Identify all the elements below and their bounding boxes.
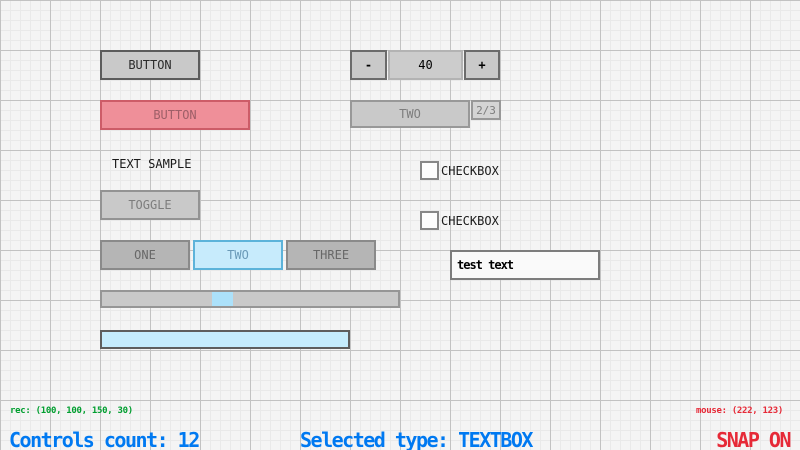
checkbox-control-1[interactable]: CHECKBOX bbox=[420, 161, 499, 180]
checkbox-label-2: CHECKBOX bbox=[441, 213, 499, 228]
spinner-decrement-label: - bbox=[364, 58, 373, 72]
status-snap-mode: SNAP ON bbox=[716, 428, 791, 450]
textbox-value: test text bbox=[457, 258, 514, 272]
slider-bar-control[interactable] bbox=[100, 290, 400, 308]
button-control[interactable]: BUTTON bbox=[100, 50, 200, 80]
toggle-group-item-two-active[interactable]: TWO bbox=[193, 240, 283, 270]
status-rec-info: rec: (100, 100, 150, 30) bbox=[10, 406, 133, 416]
combobox-selected-label: TWO bbox=[399, 107, 421, 121]
selected-button-control-label: BUTTON bbox=[153, 108, 197, 122]
status-controls-count: Controls count: 12 bbox=[9, 428, 200, 450]
spinner-increment-button[interactable]: + bbox=[464, 50, 500, 80]
text-sample-label: TEXT SAMPLE bbox=[112, 158, 191, 170]
spinner-decrement-button[interactable]: - bbox=[350, 50, 387, 80]
combobox-counter-label: 2/3 bbox=[476, 103, 496, 117]
combobox-control[interactable]: TWO bbox=[350, 100, 470, 128]
progress-bar-control[interactable] bbox=[100, 330, 350, 349]
status-mouse-info: mouse: (222, 123) bbox=[695, 406, 783, 416]
textbox-control[interactable]: test text bbox=[450, 250, 600, 280]
spinner-increment-label: + bbox=[478, 58, 486, 72]
toggle-control-label: TOGGLE bbox=[128, 198, 172, 212]
toggle-group-item-one[interactable]: ONE bbox=[100, 240, 190, 270]
checkbox-box-2[interactable] bbox=[420, 211, 439, 230]
toggle-group-item-three[interactable]: THREE bbox=[286, 240, 376, 270]
toggle-control[interactable]: TOGGLE bbox=[100, 190, 200, 220]
checkbox-label-1: CHECKBOX bbox=[441, 163, 499, 178]
slider-handle[interactable] bbox=[212, 292, 233, 306]
toggle-group-item-two-label: TWO bbox=[227, 248, 249, 262]
status-selected-type: Selected type: TEXTBOX bbox=[300, 428, 533, 450]
selected-button-control[interactable]: BUTTON bbox=[100, 100, 250, 130]
text-sample-label-text: TEXT SAMPLE bbox=[112, 157, 192, 171]
toggle-group-item-one-label: ONE bbox=[134, 248, 156, 262]
toggle-group-item-three-label: THREE bbox=[312, 248, 350, 262]
checkbox-control-2[interactable]: CHECKBOX bbox=[420, 211, 499, 230]
spinner-value-box[interactable]: 40 bbox=[388, 50, 463, 80]
button-control-label: BUTTON bbox=[128, 58, 172, 72]
spinner-value: 40 bbox=[418, 58, 433, 72]
combobox-counter-button[interactable]: 2/3 bbox=[471, 100, 501, 120]
checkbox-box-1[interactable] bbox=[420, 161, 439, 180]
